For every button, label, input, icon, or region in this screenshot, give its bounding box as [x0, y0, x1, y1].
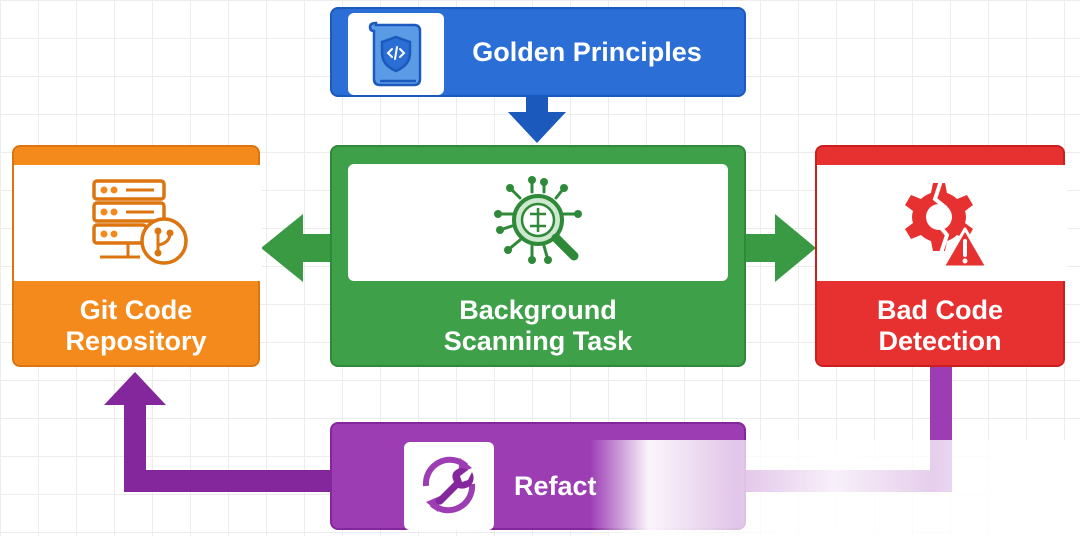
broken-gear-warning-icon [905, 180, 989, 269]
bad-code-detection-label: Bad Code Detection [817, 295, 1063, 357]
git-repository-label-line1: Git Code [79, 295, 193, 325]
arrow-scan-to-git [261, 214, 330, 282]
git-icon-panel [14, 165, 262, 281]
background-scanning-label-line2: Scanning Task [443, 326, 633, 356]
circuit-magnifier-icon [494, 176, 582, 264]
arrow-refactor-to-git [104, 372, 330, 492]
faded-overlay [590, 440, 1080, 536]
git-repository-label-line2: Repository [65, 326, 207, 356]
wrench-refresh-icon [422, 456, 476, 514]
bad-code-detection-label-line1: Bad Code [876, 295, 1003, 325]
git-repository-node: Git Code Repository [12, 145, 262, 367]
git-repository-label: Git Code Repository [14, 295, 258, 357]
golden-principles-icon-panel [348, 13, 444, 95]
background-scanning-node: Background Scanning Task [330, 145, 746, 367]
background-scanning-label: Background Scanning Task [332, 295, 744, 357]
refactor-label: Refact [514, 471, 597, 501]
refactor-icon-panel [404, 442, 494, 530]
scanning-icon-panel [348, 164, 728, 281]
bad-code-detection-node: Bad Code Detection [815, 145, 1067, 367]
shield-code-scroll-icon [368, 21, 422, 87]
arrow-scan-to-bad [746, 214, 816, 282]
golden-principles-label: Golden Principles [472, 37, 702, 67]
arrow-principles-to-scan [508, 97, 566, 143]
golden-principles-node: Golden Principles [330, 7, 746, 97]
server-git-branch-icon [92, 179, 188, 265]
background-scanning-label-line1: Background [459, 295, 617, 325]
bad-code-icon-panel [817, 165, 1067, 281]
bad-code-detection-label-line2: Detection [878, 326, 1002, 356]
